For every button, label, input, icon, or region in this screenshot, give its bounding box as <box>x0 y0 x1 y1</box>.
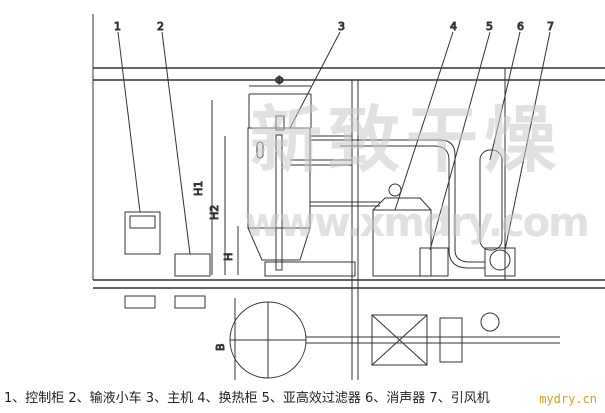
callout-5: 5 <box>486 20 493 33</box>
dim-phi: Φ <box>275 74 284 87</box>
callout-2: 2 <box>157 20 164 33</box>
feed-trolley <box>174 253 211 277</box>
watermark-brand: 新致干燥 <box>250 97 563 182</box>
heat-exchanger <box>372 183 432 277</box>
plan-view <box>124 295 560 379</box>
ceiling <box>92 14 605 280</box>
callout-7: 7 <box>547 20 554 33</box>
callout-1: 1 <box>114 20 121 33</box>
dim-h1: H1 <box>192 181 205 196</box>
callout-4: 4 <box>450 20 457 33</box>
filter <box>419 247 449 277</box>
callout-leaders <box>117 31 551 255</box>
silencer <box>479 149 503 251</box>
dim-h2: H2 <box>208 205 221 220</box>
dim-h: H <box>222 253 235 261</box>
watermark-url: www.xmdry.com <box>244 200 590 246</box>
floor <box>93 279 605 289</box>
site-watermark: mydry.cn <box>539 392 597 406</box>
callout-6: 6 <box>517 20 524 33</box>
control-cabinet <box>124 211 161 255</box>
callout-3: 3 <box>338 20 345 33</box>
main-dryer <box>247 93 380 277</box>
induced-draft-fan <box>484 247 516 277</box>
dim-b: B <box>214 343 227 351</box>
duct <box>340 139 485 263</box>
legend-caption: 1、控制柜 2、输液小车 3、主机 4、换热柜 5、亚高效过滤器 6、消声器 7… <box>4 391 490 406</box>
